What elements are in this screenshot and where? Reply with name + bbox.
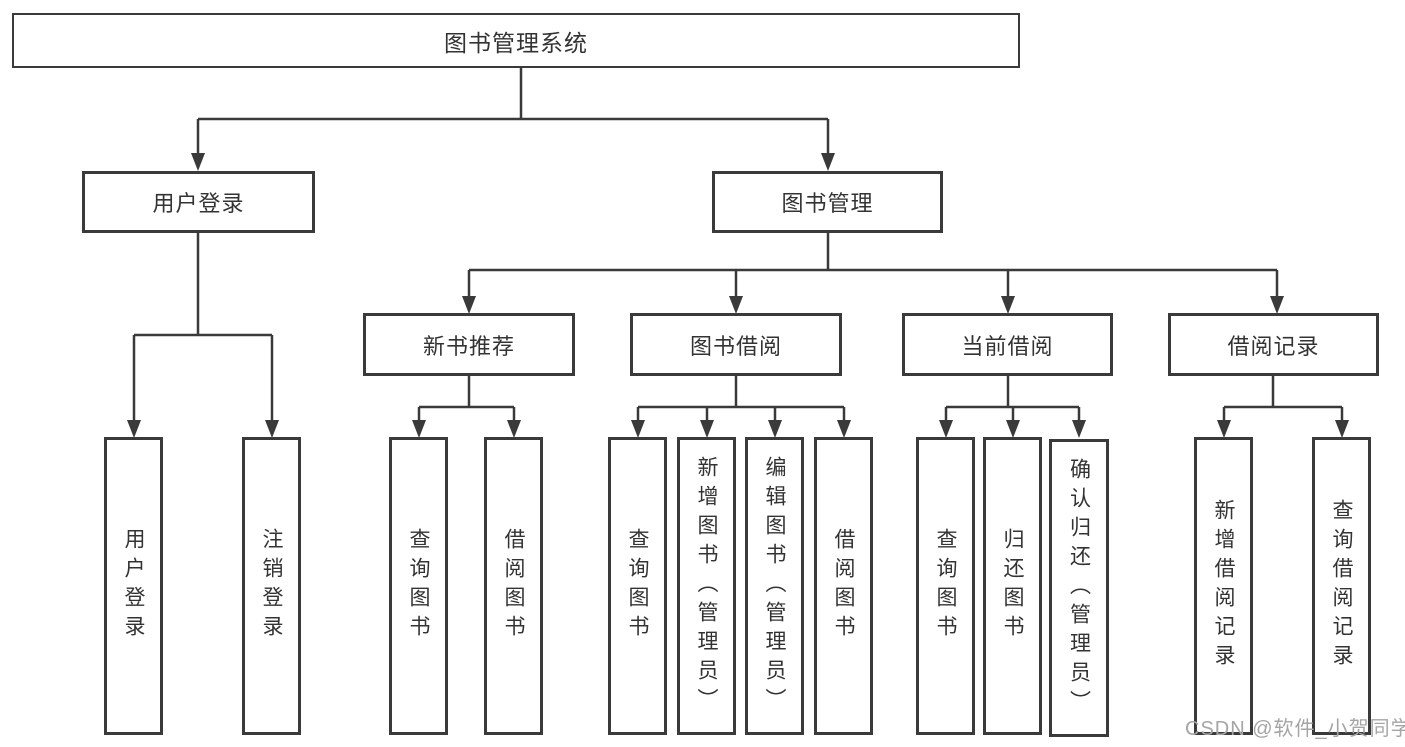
connector-borrowing-records-children — [1217, 376, 1349, 438]
node-root-label: 图书管理系统 — [444, 29, 588, 56]
node-leaf-logout-action: 注销登录 — [242, 437, 301, 735]
node-leaf-query-books-recommend-label: 查询图书 — [407, 528, 430, 644]
node-leaf-edit-book-admin: 编辑图书（管理员） — [745, 437, 804, 735]
node-book-management-label: 图书管理 — [781, 191, 874, 216]
node-leaf-query-books-borrowing: 查询图书 — [608, 437, 667, 735]
node-leaf-edit-book-admin-label: 编辑图书（管理员） — [763, 455, 786, 717]
node-leaf-borrow-books-recommend-label: 借阅图书 — [502, 528, 525, 644]
node-leaf-confirm-return-admin: 确认归还（管理员） — [1049, 439, 1109, 737]
node-leaf-query-books-current-label: 查询图书 — [934, 528, 957, 644]
node-leaf-logout-action-label: 注销登录 — [260, 528, 283, 644]
node-new-book-recommend: 新书推荐 — [363, 313, 575, 376]
node-root: 图书管理系统 — [12, 13, 1020, 68]
node-leaf-query-books-borrowing-label: 查询图书 — [626, 528, 649, 644]
connector-new-book-recommend-children — [412, 376, 521, 438]
node-leaf-add-borrow-record: 新增借阅记录 — [1194, 437, 1253, 735]
node-book-borrowing: 图书借阅 — [630, 313, 842, 376]
node-leaf-user-login-action: 用户登录 — [104, 437, 163, 735]
watermark: CSDN @软件_小贺同学 — [1185, 718, 1405, 740]
node-borrowing-records-label: 借阅记录 — [1227, 333, 1320, 359]
node-current-borrowing-label: 当前借阅 — [961, 333, 1054, 359]
node-leaf-borrow-books-borrowing-label: 借阅图书 — [832, 528, 855, 644]
node-leaf-add-borrow-record-label: 新增借阅记录 — [1212, 499, 1235, 673]
node-current-borrowing: 当前借阅 — [902, 313, 1113, 376]
node-leaf-user-login-action-label: 用户登录 — [122, 528, 145, 644]
node-new-book-recommend-label: 新书推荐 — [422, 333, 515, 359]
node-leaf-return-book-label: 归还图书 — [1001, 528, 1024, 644]
connector-root-to-level2 — [191, 68, 835, 171]
node-leaf-confirm-return-admin-label: 确认归还（管理员） — [1067, 457, 1091, 719]
node-book-borrowing-label: 图书借阅 — [689, 333, 782, 359]
node-user-login-label: 用户登录 — [152, 191, 245, 216]
node-leaf-borrow-books-borrowing: 借阅图书 — [814, 437, 873, 735]
connector-user-login-children — [127, 233, 279, 438]
node-user-login: 用户登录 — [82, 171, 315, 233]
node-leaf-add-book-admin-label: 新增图书（管理员） — [695, 455, 718, 717]
connector-book-management-children — [462, 233, 1284, 314]
node-book-management: 图书管理 — [712, 171, 943, 233]
connector-book-borrowing-children — [631, 376, 851, 438]
node-leaf-borrow-books-recommend: 借阅图书 — [484, 437, 543, 735]
node-leaf-query-books-current: 查询图书 — [916, 437, 975, 735]
node-leaf-return-book: 归还图书 — [983, 437, 1042, 735]
node-leaf-query-borrow-record-label: 查询借阅记录 — [1330, 499, 1353, 673]
node-leaf-add-book-admin: 新增图书（管理员） — [677, 437, 736, 735]
node-borrowing-records: 借阅记录 — [1168, 313, 1379, 376]
node-leaf-query-books-recommend: 查询图书 — [389, 437, 448, 735]
node-leaf-query-borrow-record: 查询借阅记录 — [1312, 437, 1371, 735]
connector-current-borrowing-children — [939, 376, 1086, 438]
